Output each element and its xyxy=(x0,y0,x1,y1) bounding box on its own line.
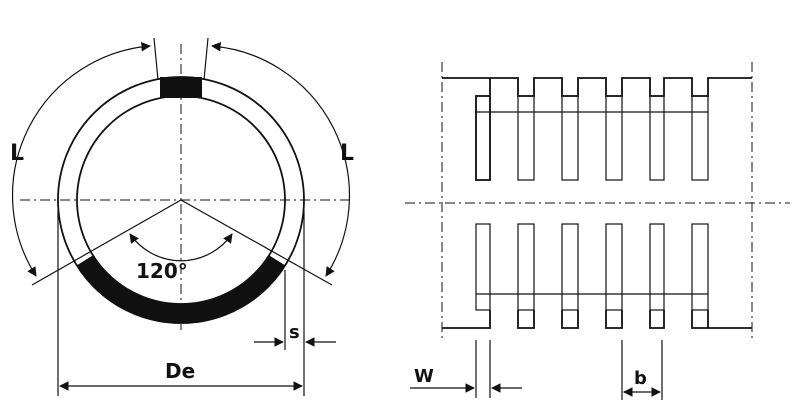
ring-view: 120° L L De s xyxy=(10,37,354,396)
arc-length-dimension-left xyxy=(12,41,151,277)
bottom-slots xyxy=(475,223,709,311)
ring-solid-segment xyxy=(77,255,285,323)
arc-length-label-right: L xyxy=(340,141,354,166)
gap-label: s xyxy=(289,322,300,343)
angle-label: 120° xyxy=(136,259,188,283)
pitch-label: b xyxy=(634,368,647,389)
side-view: W b xyxy=(405,62,790,400)
arc-length-dimension-right xyxy=(211,41,350,277)
extension-line-right-top xyxy=(203,37,209,81)
top-slots xyxy=(475,95,709,181)
side-view-bottom-outline xyxy=(442,310,752,329)
arc-length-label-left: L xyxy=(10,141,24,166)
side-view-top-outline xyxy=(442,77,752,181)
diameter-label: De xyxy=(165,359,195,383)
width-label: W xyxy=(414,366,434,387)
extension-line-left-top xyxy=(153,37,159,81)
